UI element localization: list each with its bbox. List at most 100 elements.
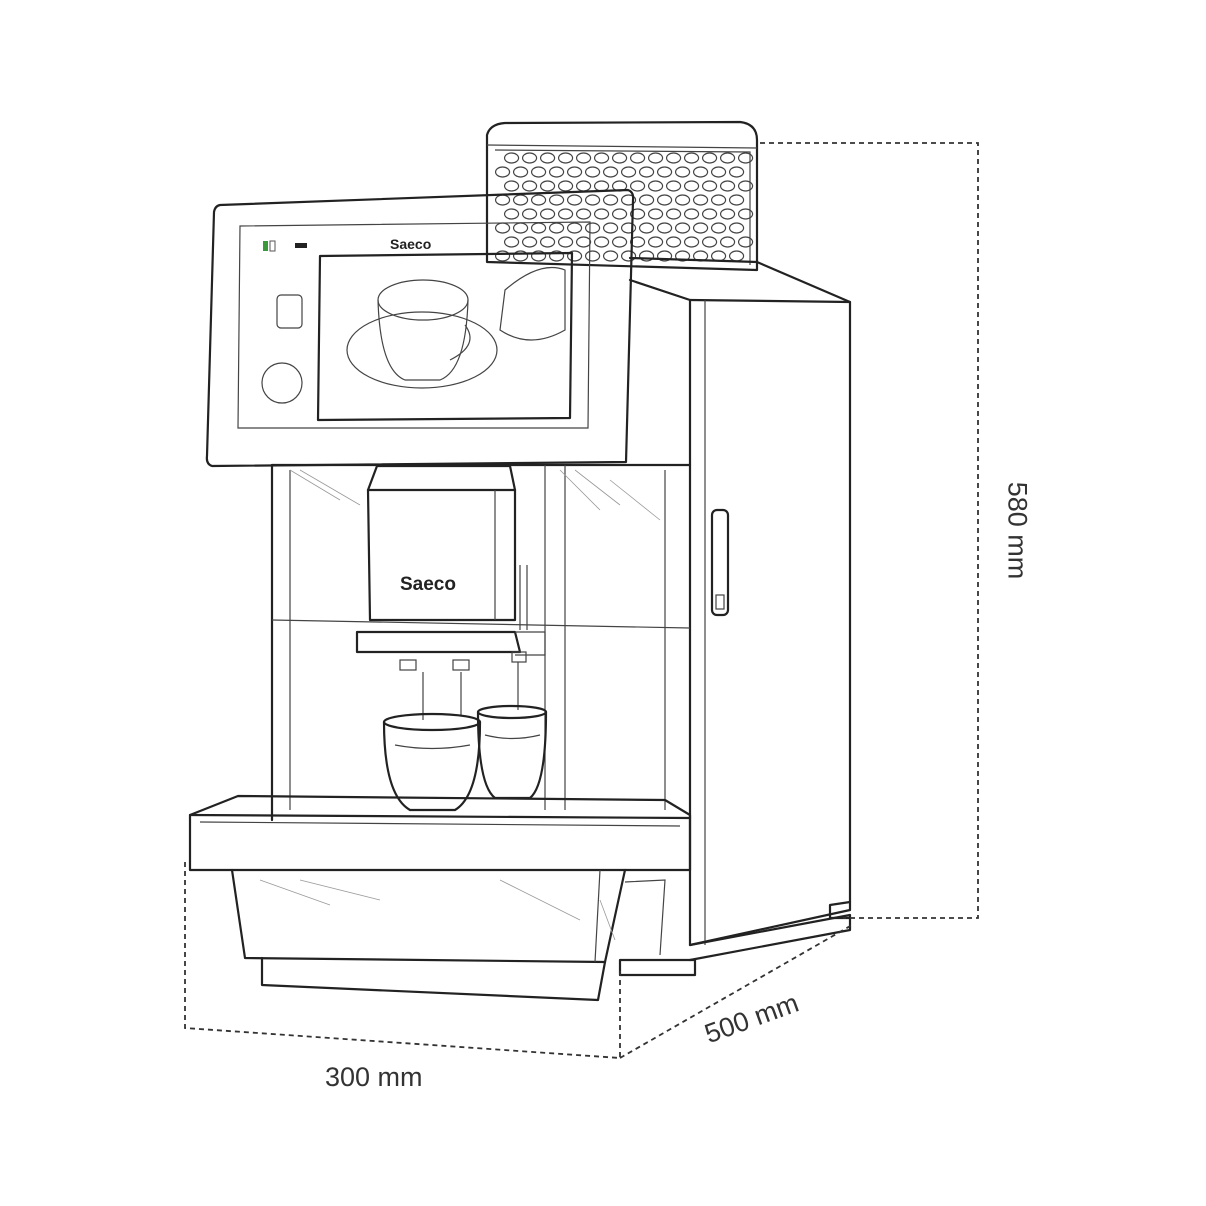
coffee-bean [593, 152, 610, 164]
coffee-bean [656, 222, 673, 234]
coffee-bean [503, 180, 520, 192]
coffee-bean [638, 250, 655, 262]
coffee-bean [521, 180, 538, 192]
coffee-bean [737, 208, 754, 220]
coffee-bean [638, 222, 655, 234]
coffee-bean [512, 194, 529, 206]
coffee-bean [710, 250, 727, 262]
coffee-bean [728, 166, 745, 178]
glass-cup-right [476, 704, 548, 800]
coffee-bean [647, 208, 664, 220]
coffee-bean [674, 250, 691, 262]
coffee-bean [602, 194, 619, 206]
coffee-bean [575, 236, 592, 248]
coffee-bean [566, 250, 583, 262]
coffee-bean [539, 236, 556, 248]
coffee-bean [557, 152, 574, 164]
coffee-bean [737, 152, 754, 164]
coffee-bean [692, 222, 709, 234]
coffee-bean [629, 236, 646, 248]
coffee-bean [512, 222, 529, 234]
brew-unit: Saeco [355, 464, 546, 671]
coffee-bean [656, 194, 673, 206]
coffee-bean [566, 194, 583, 206]
touch-screen: Saeco [205, 188, 635, 468]
coffee-bean [710, 222, 727, 234]
brew-unit-logo: Saeco [400, 574, 456, 595]
coffee-bean [629, 208, 646, 220]
coffee-bean [512, 250, 529, 262]
coffee-bean [503, 152, 520, 164]
coffee-bean [602, 166, 619, 178]
height-label: 580 mm [1002, 481, 1033, 580]
drip-tray [188, 794, 692, 1002]
coffee-bean [584, 166, 601, 178]
coffee-bean [728, 222, 745, 234]
coffee-bean [701, 152, 718, 164]
coffee-bean [728, 194, 745, 206]
coffee-bean [575, 152, 592, 164]
coffee-bean [710, 194, 727, 206]
coffee-bean [494, 194, 511, 206]
coffee-bean [602, 222, 619, 234]
coffee-bean [521, 208, 538, 220]
bean-hopper [485, 120, 759, 272]
coffee-bean [548, 222, 565, 234]
coffee-bean [593, 180, 610, 192]
coffee-bean [548, 166, 565, 178]
coffee-bean [719, 152, 736, 164]
coffee-bean [683, 180, 700, 192]
coffee-bean [647, 152, 664, 164]
coffee-bean [674, 194, 691, 206]
coffee-bean [611, 152, 628, 164]
coffee-bean [620, 222, 637, 234]
coffee-bean [584, 222, 601, 234]
coffee-bean [602, 250, 619, 262]
coffee-bean [584, 194, 601, 206]
coffee-bean [548, 250, 565, 262]
coffee-bean [683, 208, 700, 220]
coffee-bean [611, 208, 628, 220]
coffee-bean [629, 152, 646, 164]
glass-cup-left [382, 712, 482, 812]
coffee-bean [575, 208, 592, 220]
coffee-bean [674, 166, 691, 178]
coffee-bean [503, 236, 520, 248]
screen-logo: Saeco [390, 236, 431, 252]
coffee-bean [530, 166, 547, 178]
coffee-bean [638, 194, 655, 206]
coffee-bean [665, 180, 682, 192]
coffee-bean [683, 152, 700, 164]
coffee-bean [539, 180, 556, 192]
machine-body [270, 256, 852, 977]
coffee-bean [701, 236, 718, 248]
coffee-bean [665, 208, 682, 220]
coffee-bean [557, 236, 574, 248]
width-label: 300 mm [325, 1062, 423, 1092]
coffee-bean [719, 208, 736, 220]
coffee-bean [710, 166, 727, 178]
coffee-bean [494, 250, 511, 262]
coffee-bean [530, 222, 547, 234]
coffee-bean [692, 194, 709, 206]
coffee-bean [530, 194, 547, 206]
coffee-bean [503, 208, 520, 220]
coffee-bean [629, 180, 646, 192]
coffee-bean [530, 250, 547, 262]
coffee-bean [683, 236, 700, 248]
height-dimension-line [760, 142, 979, 919]
side-handle [710, 508, 730, 617]
coffee-bean [557, 180, 574, 192]
coffee-bean [620, 250, 637, 262]
coffee-bean [728, 250, 745, 262]
coffee-bean [692, 166, 709, 178]
coffee-bean [737, 236, 754, 248]
coffee-bean [593, 236, 610, 248]
coffee-bean [539, 208, 556, 220]
coffee-bean [647, 236, 664, 248]
coffee-bean [512, 166, 529, 178]
coffee-bean [647, 180, 664, 192]
coffee-bean [701, 208, 718, 220]
